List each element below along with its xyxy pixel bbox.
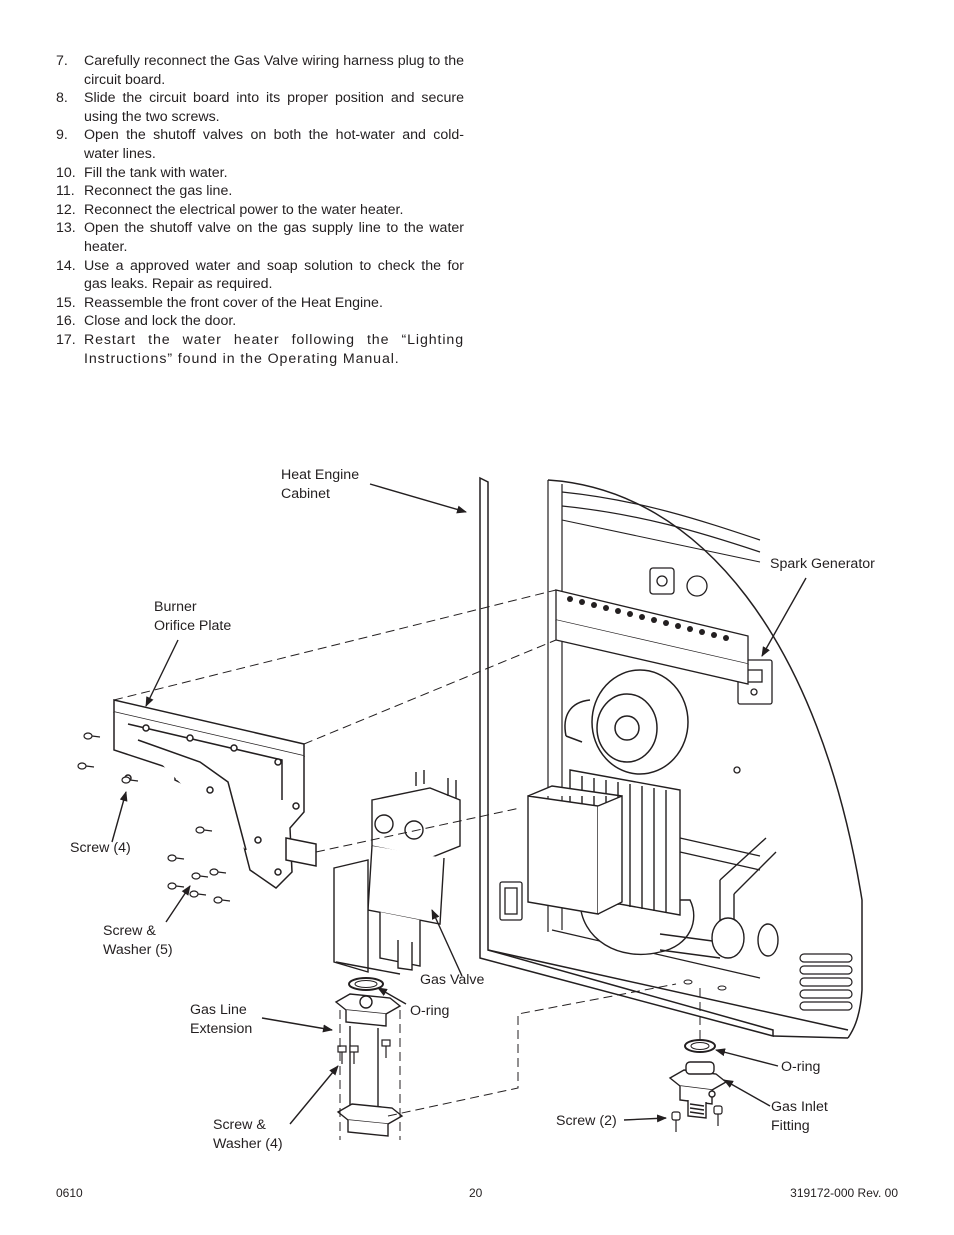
step-9: 9. Open the shutoff valves on both the ho…	[56, 126, 464, 163]
step-number: 17.	[56, 331, 76, 348]
gas-line-screws	[337, 1039, 391, 1064]
label-line: Burner	[154, 599, 197, 615]
step-number: 15.	[56, 294, 76, 311]
step-13: 13. Open the shutoff valve on the gas sup…	[56, 219, 464, 256]
label-line: Washer (5)	[103, 942, 173, 958]
instruction-steps: 7. Carefully reconnect the Gas Valve wiri…	[56, 52, 464, 368]
step-17: 17. Restart the water heater following th…	[56, 331, 464, 368]
pump-motor-assembly	[527, 769, 695, 956]
label-spark-generator: Spark Generator	[770, 556, 875, 572]
step-number: 7.	[56, 53, 68, 69]
leader-arrows	[111, 483, 807, 1125]
step-text: Open the shutoff valve on the gas supply…	[84, 220, 464, 255]
step-text: Reassemble the front cover of the Heat E…	[84, 294, 383, 311]
step-number: 11.	[56, 183, 75, 200]
step-text: Carefully reconnect the Gas Valve wiring…	[84, 53, 464, 88]
o-ring-upper	[348, 977, 384, 991]
step-11: 11. Reconnect the gas line.	[56, 182, 464, 201]
label-line: Screw &	[103, 923, 156, 939]
cabinet-floor-holes	[683, 979, 727, 991]
label-line: Gas Inlet	[771, 1099, 828, 1115]
junction-box	[499, 881, 523, 921]
step-number: 16.	[56, 313, 76, 330]
step-text: Open the shutoff valves on both the hot-…	[84, 127, 464, 162]
step-number: 13.	[56, 220, 76, 237]
vent-louvers	[799, 953, 853, 1011]
label-burner-orifice-plate: Burner Orifice Plate	[154, 598, 231, 636]
burner-orifice-plate	[113, 699, 317, 889]
label-screw-washer-4: Screw & Washer (4)	[213, 1116, 283, 1154]
gas-valve	[333, 770, 461, 975]
step-text: Use a approved water and soap solution t…	[84, 257, 464, 293]
step-number: 12.	[56, 201, 76, 218]
blower-fan	[564, 669, 689, 775]
step-text: Slide the circuit board into its proper …	[84, 90, 464, 125]
step-number: 8.	[56, 90, 68, 107]
step-7: 7. Carefully reconnect the Gas Valve wiri…	[56, 52, 464, 89]
footer-date-code: 0610	[56, 1186, 83, 1200]
step-number: 14.	[56, 257, 76, 274]
label-screw-washer-5: Screw & Washer (5)	[103, 922, 173, 960]
label-line: Heat Engine	[281, 467, 360, 483]
label-line: Screw &	[213, 1117, 266, 1133]
step-8: 8. Slide the circuit board into its prope…	[56, 89, 464, 126]
step-15: 15. Reassemble the front cover of the Hea…	[56, 294, 464, 313]
label-heat-engine-cabinet: Heat Engine Cabinet	[281, 466, 359, 504]
label-gas-inlet-fitting: Gas Inlet Fitting	[771, 1098, 828, 1136]
water-piping	[659, 837, 779, 959]
alignment-lines	[113, 589, 701, 1140]
step-text: Restart the water heater following the “…	[84, 331, 464, 367]
label-o-ring-lower: O-ring	[781, 1059, 821, 1075]
step-16: 16. Close and lock the door.	[56, 312, 464, 331]
label-line: Orifice Plate	[154, 618, 232, 634]
burner-manifold	[555, 589, 749, 685]
label-line: Fitting	[771, 1118, 810, 1134]
label-gas-valve: Gas Valve	[420, 972, 485, 988]
step-text: Reconnect the gas line.	[84, 183, 233, 200]
label-line: Extension	[190, 1021, 253, 1037]
step-text: Fill the tank with water.	[84, 164, 228, 181]
label-line: Washer (4)	[213, 1136, 283, 1152]
o-ring-lower	[684, 1039, 716, 1053]
step-number: 9.	[56, 127, 68, 144]
igniter-bracket	[649, 567, 741, 774]
step-text: Close and lock the door.	[84, 313, 237, 330]
label-line: Cabinet	[281, 486, 330, 502]
label-line: Gas Line	[190, 1002, 247, 1018]
label-screw-4: Screw (4)	[70, 840, 131, 856]
step-14: 14. Use a approved water and soap solutio…	[56, 257, 464, 294]
orifice-holes	[567, 596, 729, 641]
gas-line-extension	[334, 993, 404, 1137]
label-screw-2: Screw (2)	[556, 1113, 617, 1129]
step-10: 10. Fill the tank with water.	[56, 164, 464, 183]
step-text: Reconnect the electrical power to the wa…	[84, 201, 404, 218]
inlet-screws	[671, 1105, 723, 1132]
footer-doc-number: 319172-000 Rev. 00	[790, 1186, 898, 1200]
label-gas-line-extension: Gas Line Extension	[190, 1001, 252, 1039]
loose-screws	[77, 732, 231, 904]
step-12: 12. Reconnect the electrical power to the…	[56, 201, 464, 220]
step-number: 10.	[56, 164, 76, 181]
footer-page-number: 20	[469, 1186, 483, 1200]
label-o-ring-upper: O-ring	[410, 1003, 450, 1019]
